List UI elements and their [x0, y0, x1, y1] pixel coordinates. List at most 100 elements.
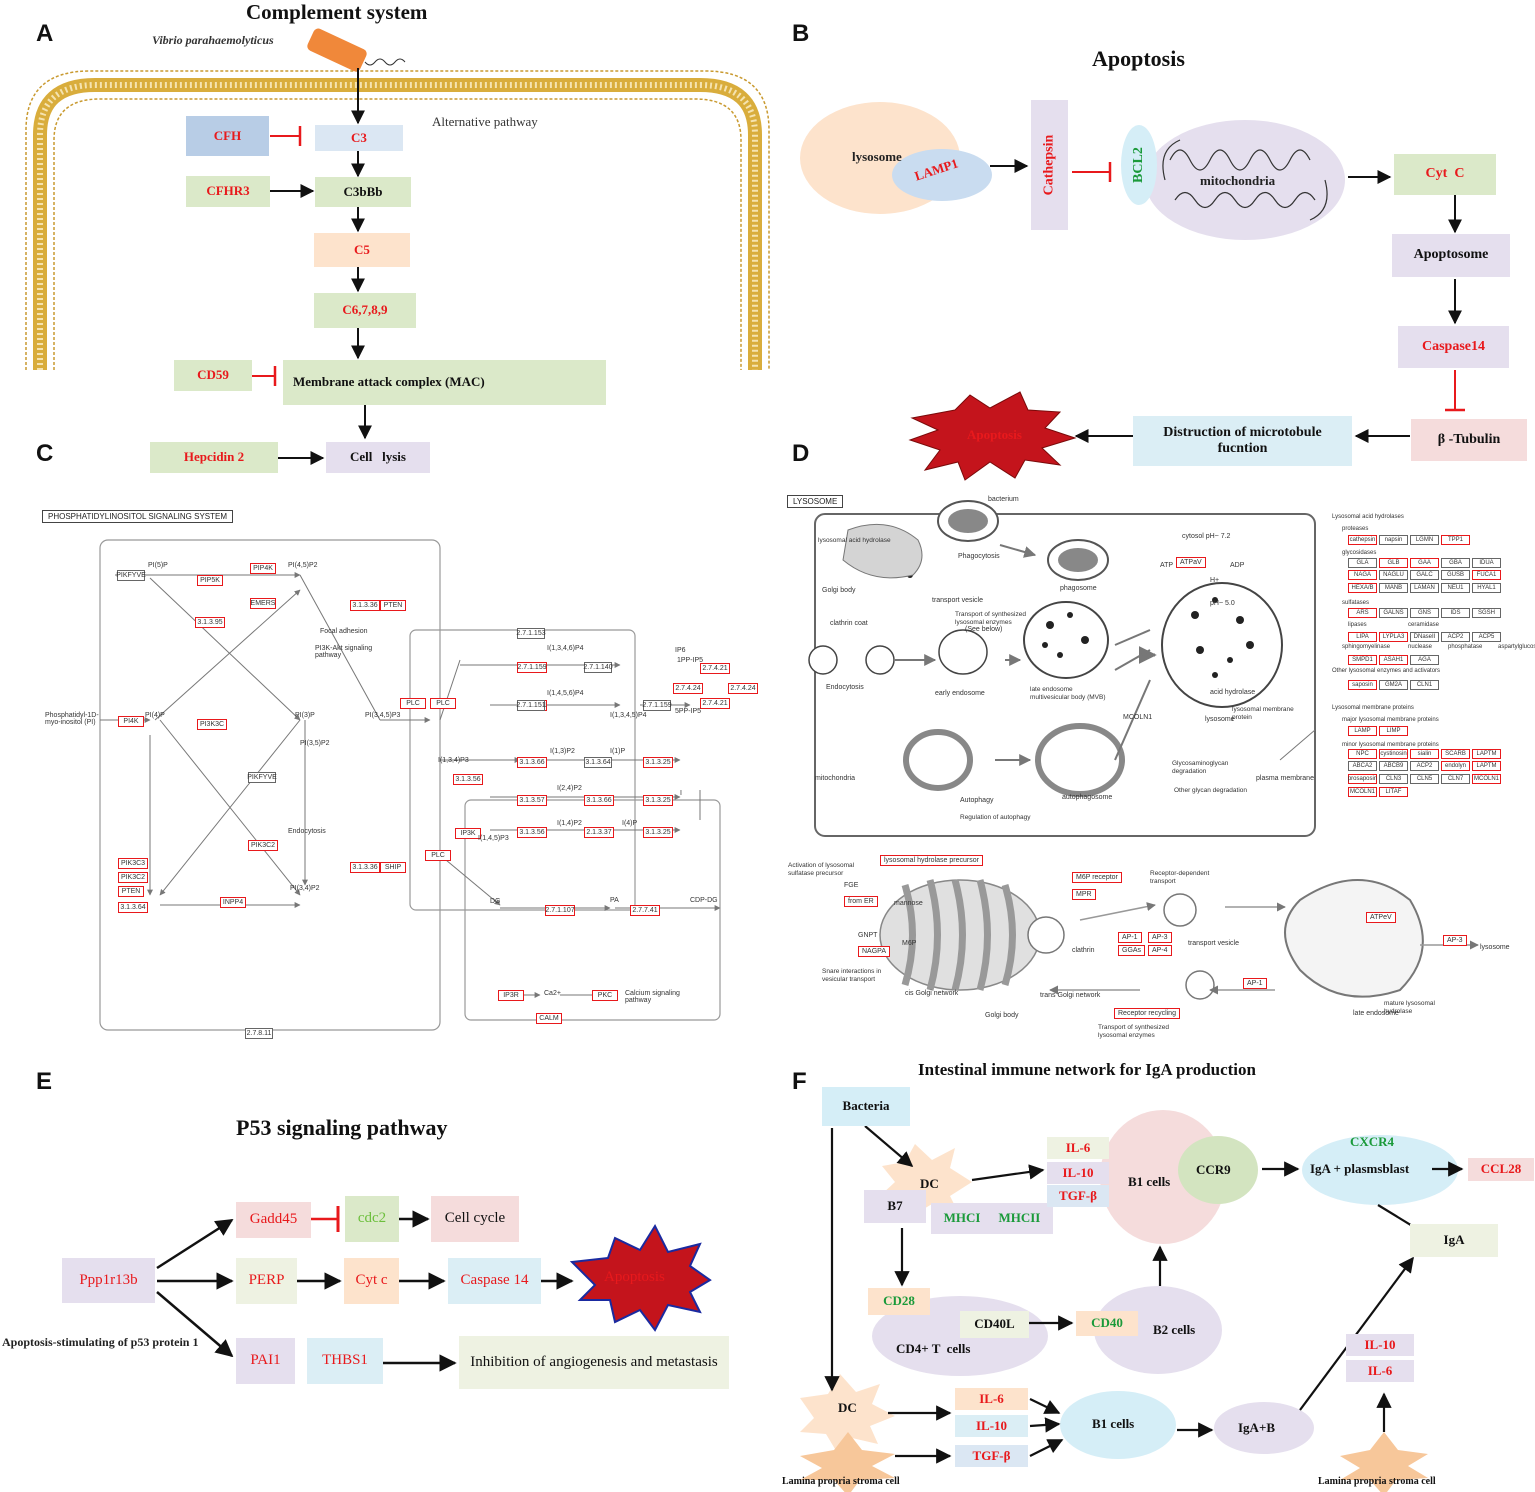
pai1-node: PAI1	[236, 1338, 295, 1384]
kegg-compound-label: PI(3)P	[295, 712, 315, 719]
lysosomal-enzyme-box: HYAL1	[1472, 583, 1501, 593]
lysosome-map-label: MPR	[1072, 889, 1096, 900]
panel-label-d: D	[792, 440, 810, 467]
cd59-node: CD59	[174, 360, 252, 391]
kegg-compound-label: I(1,3,4,6)P4	[547, 645, 584, 652]
lysosomal-enzyme-box: LYPLA3	[1379, 632, 1408, 642]
panel-e-title: P53 signaling pathway	[236, 1115, 448, 1140]
apoptosis-e-label: Apoptosis	[604, 1269, 665, 1285]
panel-c-title: PHOSPHATIDYLINOSITOL SIGNALING SYSTEM	[42, 510, 234, 523]
lysosome-map-label: cytosol pH~ 7.2	[1182, 533, 1231, 540]
gadd45-node: Gadd45	[236, 1202, 311, 1238]
kegg-enzyme-red: 2.7.4.24	[728, 683, 758, 694]
lysosome-map-label: phagosome	[1060, 585, 1097, 592]
lysosomal-enzyme-box: LGMN	[1410, 535, 1439, 545]
il10-top-node: IL-10	[1047, 1162, 1109, 1184]
lysosome-map-label: lysosomal acid hydrolase	[818, 537, 891, 544]
lysosomal-enzyme-box: CLN7	[1441, 774, 1470, 784]
kegg-enzyme-red: PTEN	[380, 600, 406, 611]
lysosome-map-label: ADP	[1230, 562, 1245, 569]
lysosome-map-label: ATP	[1160, 562, 1174, 569]
enzyme-category-header: minor lysosomal membrane proteins	[1342, 742, 1439, 748]
lysosomal-enzyme-box: cystinosin	[1379, 749, 1408, 759]
lysosome-cell-illustrations	[808, 500, 1316, 797]
mhci-label: MHCI	[943, 1210, 981, 1226]
lysosome-map-label: acid hydrolase	[1210, 689, 1256, 696]
b1-cells-top-label: B1 cells	[1128, 1174, 1171, 1189]
lysosomal-enzyme-box: LAPTM	[1472, 749, 1501, 759]
cell-lysis-node: Cell lysis	[326, 442, 430, 473]
kegg-enzyme-red: 3.1.3.95	[195, 617, 225, 628]
lysosome-map-label: pH~ 5.0	[1210, 600, 1235, 607]
lysosome-map-label: trans Golgi network	[1040, 992, 1101, 999]
kegg-enzyme-red: PLC	[430, 698, 456, 709]
kegg-enzyme-red: PI4K	[118, 716, 144, 727]
kegg-enzyme-red: 3.1.3.25	[643, 757, 673, 768]
kegg-enzyme-grey: 2.7.1.153	[516, 628, 546, 639]
kegg-enzyme-red: 3.1.3.36	[350, 600, 380, 611]
lysosomal-enzyme-box: IDUA	[1472, 558, 1501, 568]
cell-membrane	[25, 70, 770, 370]
enzyme-category-header: major lysosomal membrane proteins	[1342, 717, 1439, 723]
lysosome-map-label: Golgi body	[822, 587, 856, 594]
kegg-enzyme-red: PIP4K	[250, 563, 276, 574]
lysosome-map-label: lysosome	[1480, 944, 1510, 951]
cd40-node: CD40	[1076, 1311, 1138, 1336]
lysosome-map-label: AP-1	[1118, 932, 1142, 943]
panel-label-c: C	[36, 440, 54, 467]
kegg-compound-label: DG	[490, 898, 501, 905]
kegg-compound-label: I	[680, 790, 682, 797]
cd40l-node: CD40L	[960, 1311, 1029, 1338]
b2-cells-label: B2 cells	[1153, 1322, 1196, 1337]
lysosomal-enzyme-box: prosaposin	[1347, 774, 1378, 784]
lysosome-map-label: (See below)	[965, 626, 1003, 633]
kegg-compound-label: I(4)P	[622, 820, 638, 827]
lysosome-map-label: ATPaV	[1176, 557, 1206, 568]
enzyme-category-header: sphingomyelinase	[1342, 644, 1391, 650]
microtubule-node: Distruction of microtobule fucntion	[1133, 416, 1352, 466]
kegg-enzyme-red: 2.7.4.21	[700, 663, 730, 674]
lysosomal-enzyme-box: LAPTM	[1472, 761, 1501, 771]
ccl28-node: CCL28	[1468, 1158, 1534, 1181]
cfh-node: CFH	[186, 116, 269, 156]
lysosome-map-label: early endosome	[935, 690, 985, 697]
lysosomal-enzyme-box: GLA	[1348, 558, 1377, 568]
kegg-compound-label: PI(4)P	[145, 712, 165, 719]
cfhr3-node: CFHR3	[186, 176, 270, 207]
lysosome-map-label: Snare interactions in vesicular transpor…	[822, 968, 882, 983]
enzyme-category-header: nuclease	[1408, 644, 1433, 650]
c6789-node: C6,7,8,9	[314, 293, 416, 328]
mitochondria-cristae	[1162, 139, 1328, 221]
iga-plasmablast-shape	[1302, 1135, 1458, 1205]
lysosome-map-label: Activation of lysosomal sulfatase precur…	[788, 862, 855, 877]
apoptosome-node: Apoptosome	[1392, 234, 1510, 277]
lysosome-map-label: GGAs	[1118, 945, 1146, 956]
lysosomal-enzyme-box: NAGA	[1348, 570, 1377, 580]
kegg-compound-label: PI(3,5)P2	[300, 740, 330, 747]
lysosome-map-label: NAGPA	[858, 946, 890, 957]
kegg-enzyme-grey: PIKFYVE	[116, 570, 146, 581]
kegg-compound-label: I(1,4)P2	[557, 820, 582, 827]
lysosome-map-label: lysosomal hydrolase precursor	[880, 855, 983, 866]
lysosome-map-label: lysosome	[1205, 716, 1235, 723]
caspase-14-e-node: Caspase 14	[448, 1258, 541, 1304]
kegg-compound-label: IP6	[675, 647, 686, 654]
kegg-compound-label: CDP-DG	[690, 897, 718, 904]
kegg-enzyme-red: 3.1.3.66	[584, 795, 614, 806]
cdc2-node: cdc2	[345, 1196, 399, 1242]
panel-d-title: LYSOSOME	[787, 495, 844, 508]
panel-a-title: Complement system	[246, 0, 428, 24]
cyt-c-e-node: Cyt c	[344, 1258, 399, 1304]
alternative-pathway-label: Alternative pathway	[432, 114, 538, 129]
kegg-enzyme-red: PIK3C3	[118, 858, 148, 869]
kegg-compound-label: I(1,4,5)P3	[478, 835, 509, 842]
lysosomal-enzyme-box: ACP2	[1441, 632, 1470, 642]
kegg-compound-label: PA	[610, 897, 619, 904]
cyt-c-node: Cyt C	[1394, 154, 1496, 195]
lysosome-map-label: H+	[1210, 577, 1220, 584]
lysosomal-enzyme-box: MCOLN1	[1472, 774, 1501, 784]
enzyme-category-header: phosphatase	[1448, 644, 1483, 650]
kegg-compound-label: Phosphatidyl-1D-myo-inositol (PI)	[45, 712, 99, 726]
lysosomal-enzyme-box: SGSH	[1472, 608, 1501, 618]
